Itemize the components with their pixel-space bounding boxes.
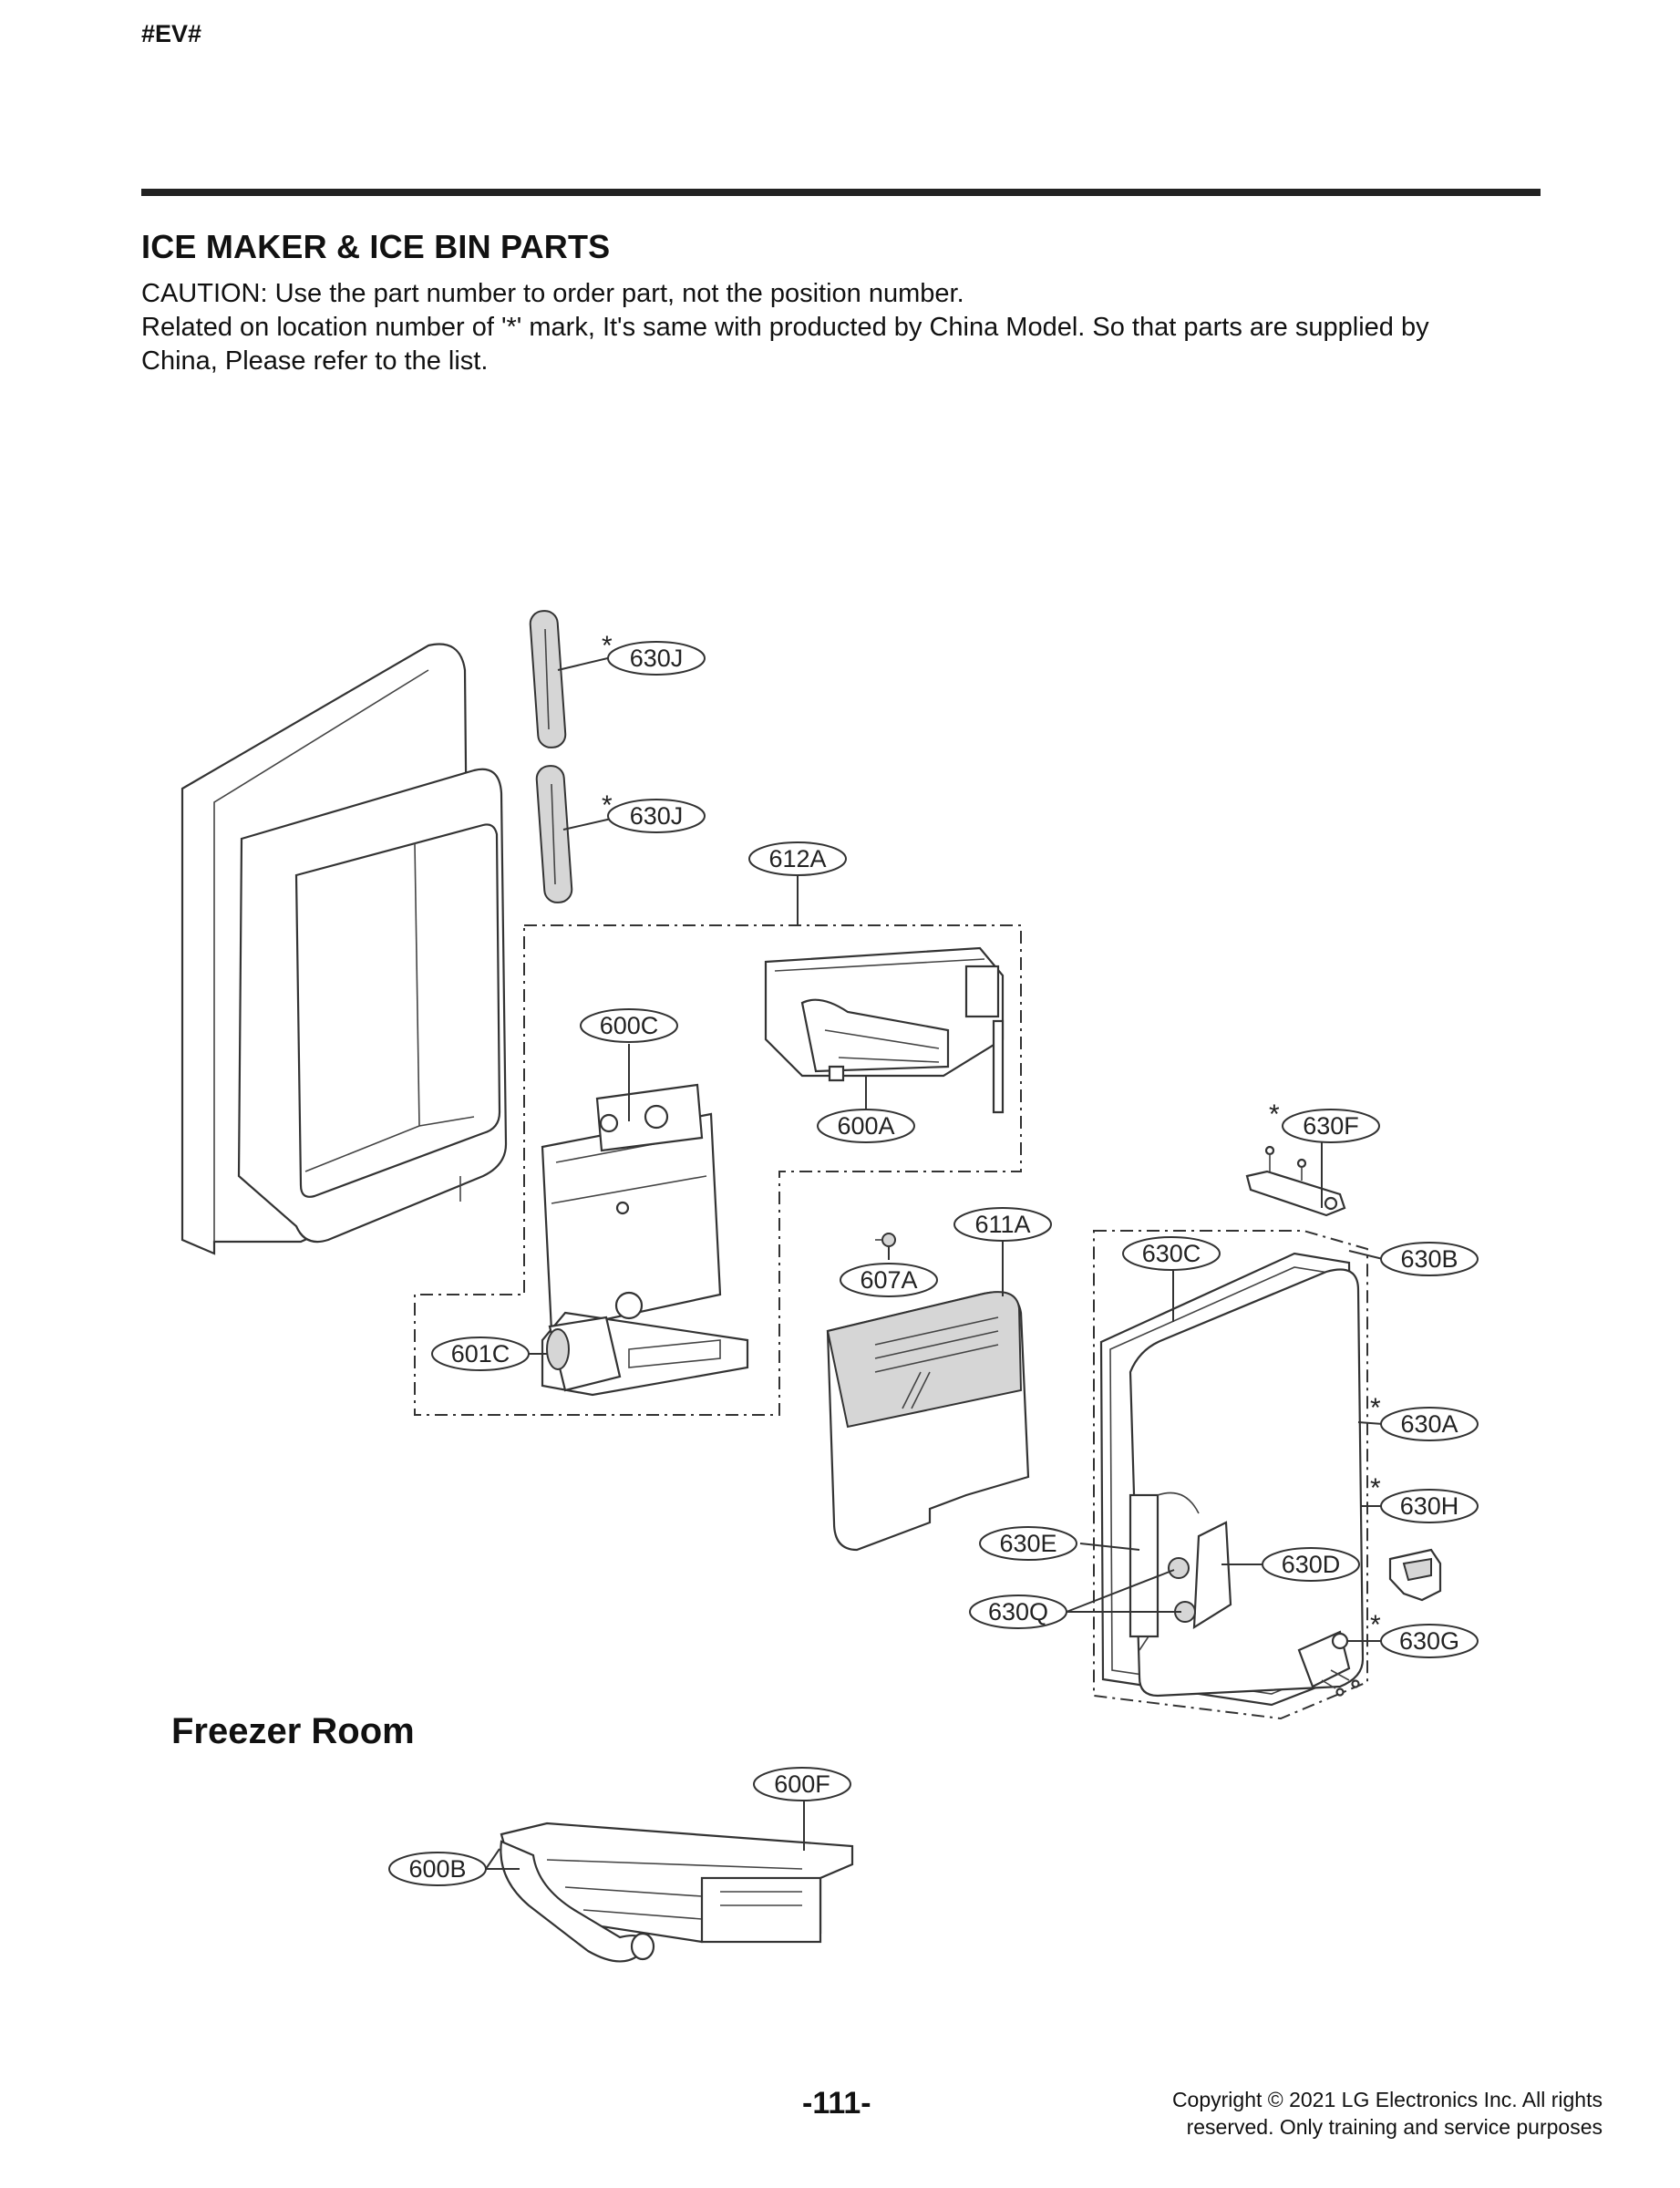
ice-bin-door-630c-part xyxy=(1099,1252,1365,1707)
callout-600a: 600A xyxy=(817,1109,915,1143)
caution-line: CAUTION: Use the part number to order pa… xyxy=(141,279,964,308)
bracket-630h-part xyxy=(1388,1548,1442,1602)
callout-label: 611A xyxy=(974,1211,1030,1238)
callout-label: 600F xyxy=(774,1770,830,1798)
assembly-612a-boundary xyxy=(414,924,1022,1416)
page-title: ICE MAKER & ICE BIN PARTS xyxy=(141,228,611,265)
callout-600c: 600C xyxy=(580,1008,678,1043)
clip-630j-top-part xyxy=(529,610,567,748)
hinge-630f-part xyxy=(1245,1145,1346,1217)
callout-630g: * 630G xyxy=(1370,1610,1479,1658)
star-mark: * xyxy=(1370,1610,1381,1640)
page-header-code: #EV# xyxy=(141,20,202,47)
callout-630c: 630C xyxy=(1122,1236,1221,1271)
callout-630d: 630D xyxy=(1262,1547,1360,1582)
ice-maker-600f-part xyxy=(500,1822,854,1944)
callout-label: 600A xyxy=(837,1112,894,1140)
motor-601c-part xyxy=(546,1316,622,1392)
callout-611a: 611A xyxy=(953,1207,1052,1242)
header-rule xyxy=(141,189,1541,196)
hinge-630g-part xyxy=(1297,1630,1360,1697)
caution-line: China, Please refer to the list. xyxy=(141,346,489,376)
star-mark: * xyxy=(1269,1099,1280,1130)
callout-label: 600B xyxy=(408,1855,466,1883)
caution-line: Related on location number of '*' mark, … xyxy=(141,313,1429,342)
callout-label: 630F xyxy=(1303,1112,1359,1140)
copyright-notice: Copyright © 2021 LG Electronics Inc. All… xyxy=(1037,2086,1603,2141)
callout-630j-mid: * 630J xyxy=(602,790,706,833)
callout-600f: 600F xyxy=(753,1767,851,1801)
callout-630j-top: * 630J xyxy=(602,631,706,676)
clip-630j-mid-part xyxy=(535,765,573,903)
callout-label: 630C xyxy=(1142,1240,1201,1267)
callout-label: 630Q xyxy=(988,1598,1048,1626)
callout-600b: 600B xyxy=(388,1852,487,1886)
star-mark: * xyxy=(1370,1393,1381,1423)
screw-607a-part xyxy=(875,1233,896,1247)
callout-label: 601C xyxy=(451,1340,510,1368)
freezer-room-label: Freezer Room xyxy=(171,1711,415,1751)
leader-lines xyxy=(485,655,1384,1870)
callout-label: 630B xyxy=(1400,1245,1458,1273)
callout-label: 630G xyxy=(1399,1627,1459,1655)
callout-label: 600C xyxy=(600,1012,659,1039)
callout-label: 607A xyxy=(860,1266,917,1294)
ice-chute-611a-part xyxy=(826,1291,1030,1552)
ejector-600b-part xyxy=(500,1840,655,1963)
callout-630b: 630B xyxy=(1380,1242,1479,1276)
callout-607a: 607A xyxy=(840,1263,938,1297)
door-liner-part xyxy=(180,643,508,1255)
callout-label: 630J xyxy=(630,645,684,672)
callout-630e: 630E xyxy=(979,1526,1077,1561)
callout-label: 630H xyxy=(1400,1492,1459,1520)
callout-612a: 612A xyxy=(748,841,847,876)
callout-label: 630J xyxy=(630,802,684,830)
page-number: -111- xyxy=(802,2086,871,2121)
callout-label: 630A xyxy=(1400,1410,1458,1438)
callout-label: 612A xyxy=(768,845,826,872)
star-mark: * xyxy=(1370,1473,1381,1503)
caution-text: CAUTION: Use the part number to order pa… xyxy=(141,277,1563,378)
callout-630a: * 630A xyxy=(1370,1393,1479,1441)
callout-630f: * 630F xyxy=(1269,1099,1380,1143)
callout-label: 630D xyxy=(1282,1551,1341,1578)
callout-630q: 630Q xyxy=(969,1595,1067,1629)
callout-label: 630E xyxy=(999,1530,1056,1557)
copyright-line: Copyright © 2021 LG Electronics Inc. All… xyxy=(1171,2088,1603,2111)
copyright-line: reserved. Only training and service purp… xyxy=(1186,2115,1603,2139)
bracket-600c-part xyxy=(541,1083,749,1397)
ice-maker-600a-part xyxy=(764,946,1005,1114)
callout-630h: * 630H xyxy=(1370,1473,1479,1523)
callout-601c: 601C xyxy=(431,1337,530,1371)
